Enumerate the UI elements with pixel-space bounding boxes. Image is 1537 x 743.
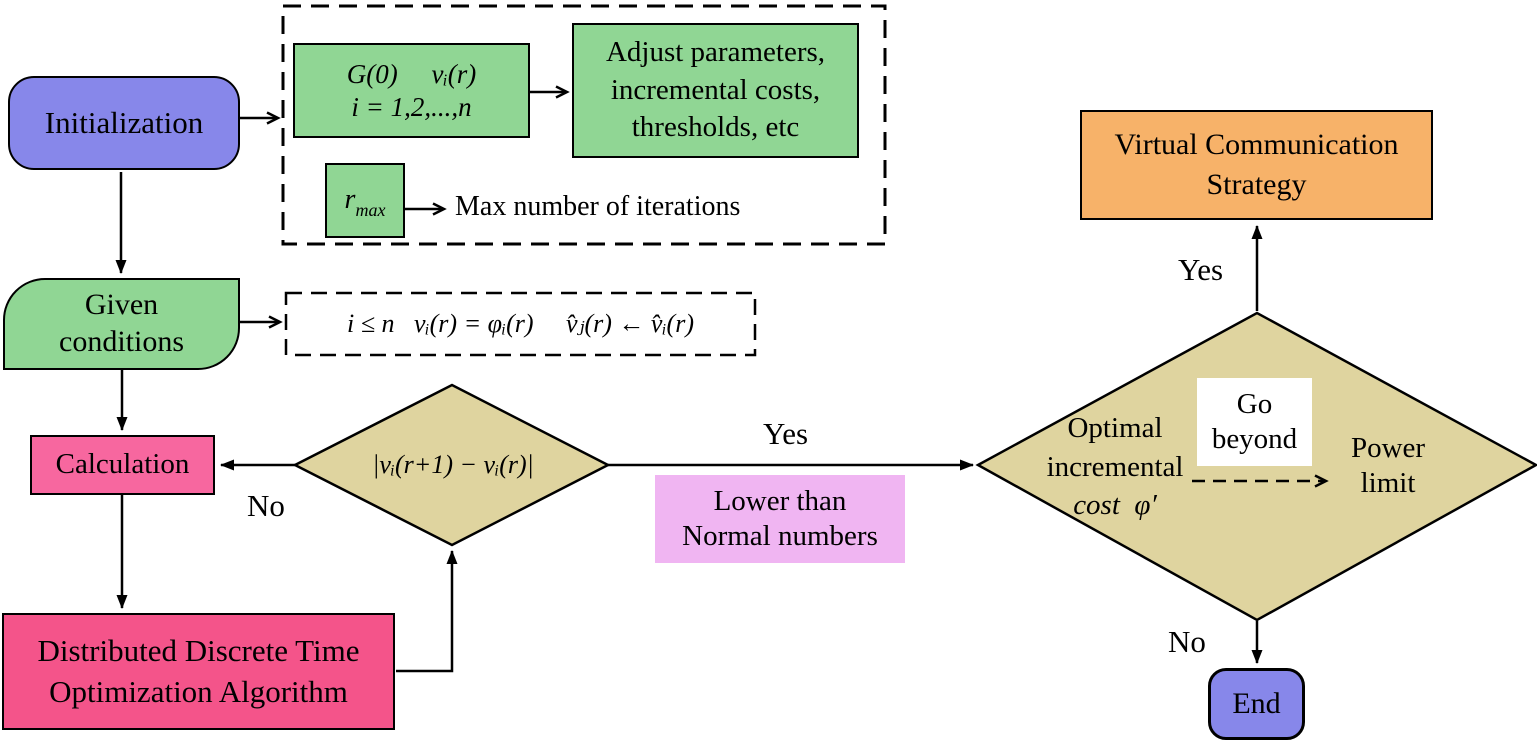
- adjust-line2: incremental costs,: [610, 73, 821, 106]
- go-beyond-line2: beyond: [1211, 423, 1298, 455]
- vcs-line2: Strategy: [1206, 168, 1307, 201]
- optimal-line1: Optimal: [1067, 412, 1163, 445]
- power-limit-line1: Power: [1350, 431, 1426, 464]
- condition-formula-label: i ≤ n vᵢ(r) = φᵢ(r) v̂ⱼ(r) ← v̂ᵢ(r): [347, 309, 694, 339]
- ddtoa-line2: Optimization Algorithm: [49, 673, 348, 709]
- optimal-line2: incremental: [1046, 450, 1184, 483]
- init-formula-line2: i = 1,2,...,n: [351, 91, 472, 122]
- go-beyond-line1: Go: [1236, 387, 1273, 420]
- adjust-parameters-node: Adjust parameters, incremental costs, th…: [572, 23, 859, 158]
- lower-than-normal-node: Lower than Normal numbers: [655, 475, 905, 563]
- given-conditions-node: Given conditions: [3, 278, 240, 370]
- arrow-ddtoa-to-diamond: [396, 550, 458, 673]
- calculation-node: Calculation: [30, 435, 215, 495]
- rmax-subscript: max: [355, 200, 386, 221]
- adjust-line3: thresholds, etc: [631, 111, 800, 144]
- optimal-line3: cost φ′: [1073, 489, 1157, 522]
- calculation-label: Calculation: [55, 448, 190, 481]
- edge-label-yes-limit: Yes: [1178, 252, 1224, 287]
- convergence-diamond-label: |vᵢ(r+1) − vᵢ(r)|: [372, 450, 534, 480]
- dashed-group-condition-formula: [284, 291, 757, 357]
- given-line2: conditions: [59, 325, 184, 358]
- virtual-communication-node: Virtual Communication Strategy: [1080, 110, 1433, 220]
- edge-label-no-converge: No: [247, 488, 285, 523]
- lower-line1: Lower than: [713, 484, 847, 517]
- ddtoa-line1: Distributed Discrete Time: [37, 632, 360, 668]
- given-line1: Given: [84, 288, 159, 322]
- max-iterations-label: Max number of iterations: [455, 191, 741, 222]
- vcs-line1: Virtual Communication: [1114, 127, 1399, 161]
- rmax-base: r: [344, 184, 356, 216]
- optimal-cost-diamond-label: Optimal incremental cost φ′: [1013, 406, 1217, 528]
- edge-label-no-limit: No: [1168, 624, 1206, 659]
- edge-label-yes-converge: Yes: [763, 416, 809, 451]
- distributed-algorithm-node: Distributed Discrete Time Optimization A…: [2, 613, 395, 730]
- initialization-node: Initialization: [8, 76, 240, 170]
- init-formula-line1: G(0) vᵢ(r): [346, 58, 477, 89]
- lower-line2: Normal numbers: [682, 520, 878, 552]
- power-limit-label: Power limit: [1328, 423, 1448, 509]
- initialization-label: Initialization: [44, 105, 204, 141]
- adjust-line1: Adjust parameters,: [605, 35, 826, 68]
- optimal-cost-decision-diamond: [975, 311, 1537, 622]
- power-limit-line2: limit: [1360, 467, 1416, 499]
- init-formula-node: G(0) vᵢ(r) i = 1,2,...,n: [293, 43, 530, 138]
- go-beyond-node: Go beyond: [1197, 378, 1312, 466]
- end-node: End: [1208, 668, 1305, 740]
- end-label: End: [1232, 686, 1281, 720]
